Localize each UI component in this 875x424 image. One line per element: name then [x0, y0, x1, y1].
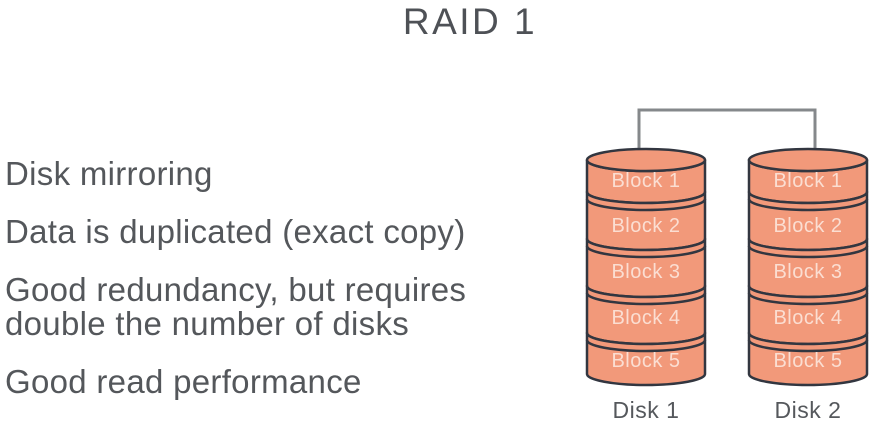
block-label: Block 2 — [773, 215, 842, 237]
disk-rim-arc — [585, 245, 707, 259]
disk-rim-arc — [747, 339, 869, 353]
disk-rim-arc — [747, 245, 869, 259]
disk-rim-arc — [585, 198, 707, 212]
block-label: Block 4 — [611, 307, 680, 329]
block-label: Block 5 — [611, 350, 680, 372]
disk-2-cylinder: Block 1 Block 2 Block 3 Block 4 Block 5 Disk … — [747, 147, 869, 423]
block-label: Block 3 — [773, 261, 842, 283]
block-label: Block 5 — [773, 350, 842, 372]
page-title: RAID 1 — [402, 1, 538, 42]
block-label: Block 3 — [611, 261, 680, 283]
disk-rim-arc — [585, 292, 707, 306]
bullet-text: Disk mirroring — [5, 155, 213, 192]
disk-1-cylinder: Block 1 Block 2 Block 3 Block 4 Block 5 Disk … — [585, 147, 707, 423]
bullet-text: Good redundancy, but requires double the… — [5, 271, 467, 342]
disk-top-ellipse — [585, 147, 707, 173]
block-label: Block 4 — [773, 307, 842, 329]
disk-rim-arc — [747, 292, 869, 306]
disk-rim-arc — [585, 339, 707, 353]
disk-top-ellipse — [747, 147, 869, 173]
mirror-connector-line — [637, 108, 817, 153]
disk-label: Disk 1 — [613, 397, 680, 423]
block-label: Block 1 — [611, 170, 680, 192]
block-label: Block 1 — [773, 170, 842, 192]
disk-label: Disk 2 — [775, 397, 842, 423]
disk-rim-arc — [747, 198, 869, 212]
block-label: Block 2 — [611, 215, 680, 237]
disk-block-segment — [585, 331, 707, 387]
bullet-text: Good read performance — [5, 363, 362, 400]
bullet-text: Data is duplicated (exact copy) — [5, 213, 466, 250]
disk-block-segment — [747, 331, 869, 387]
